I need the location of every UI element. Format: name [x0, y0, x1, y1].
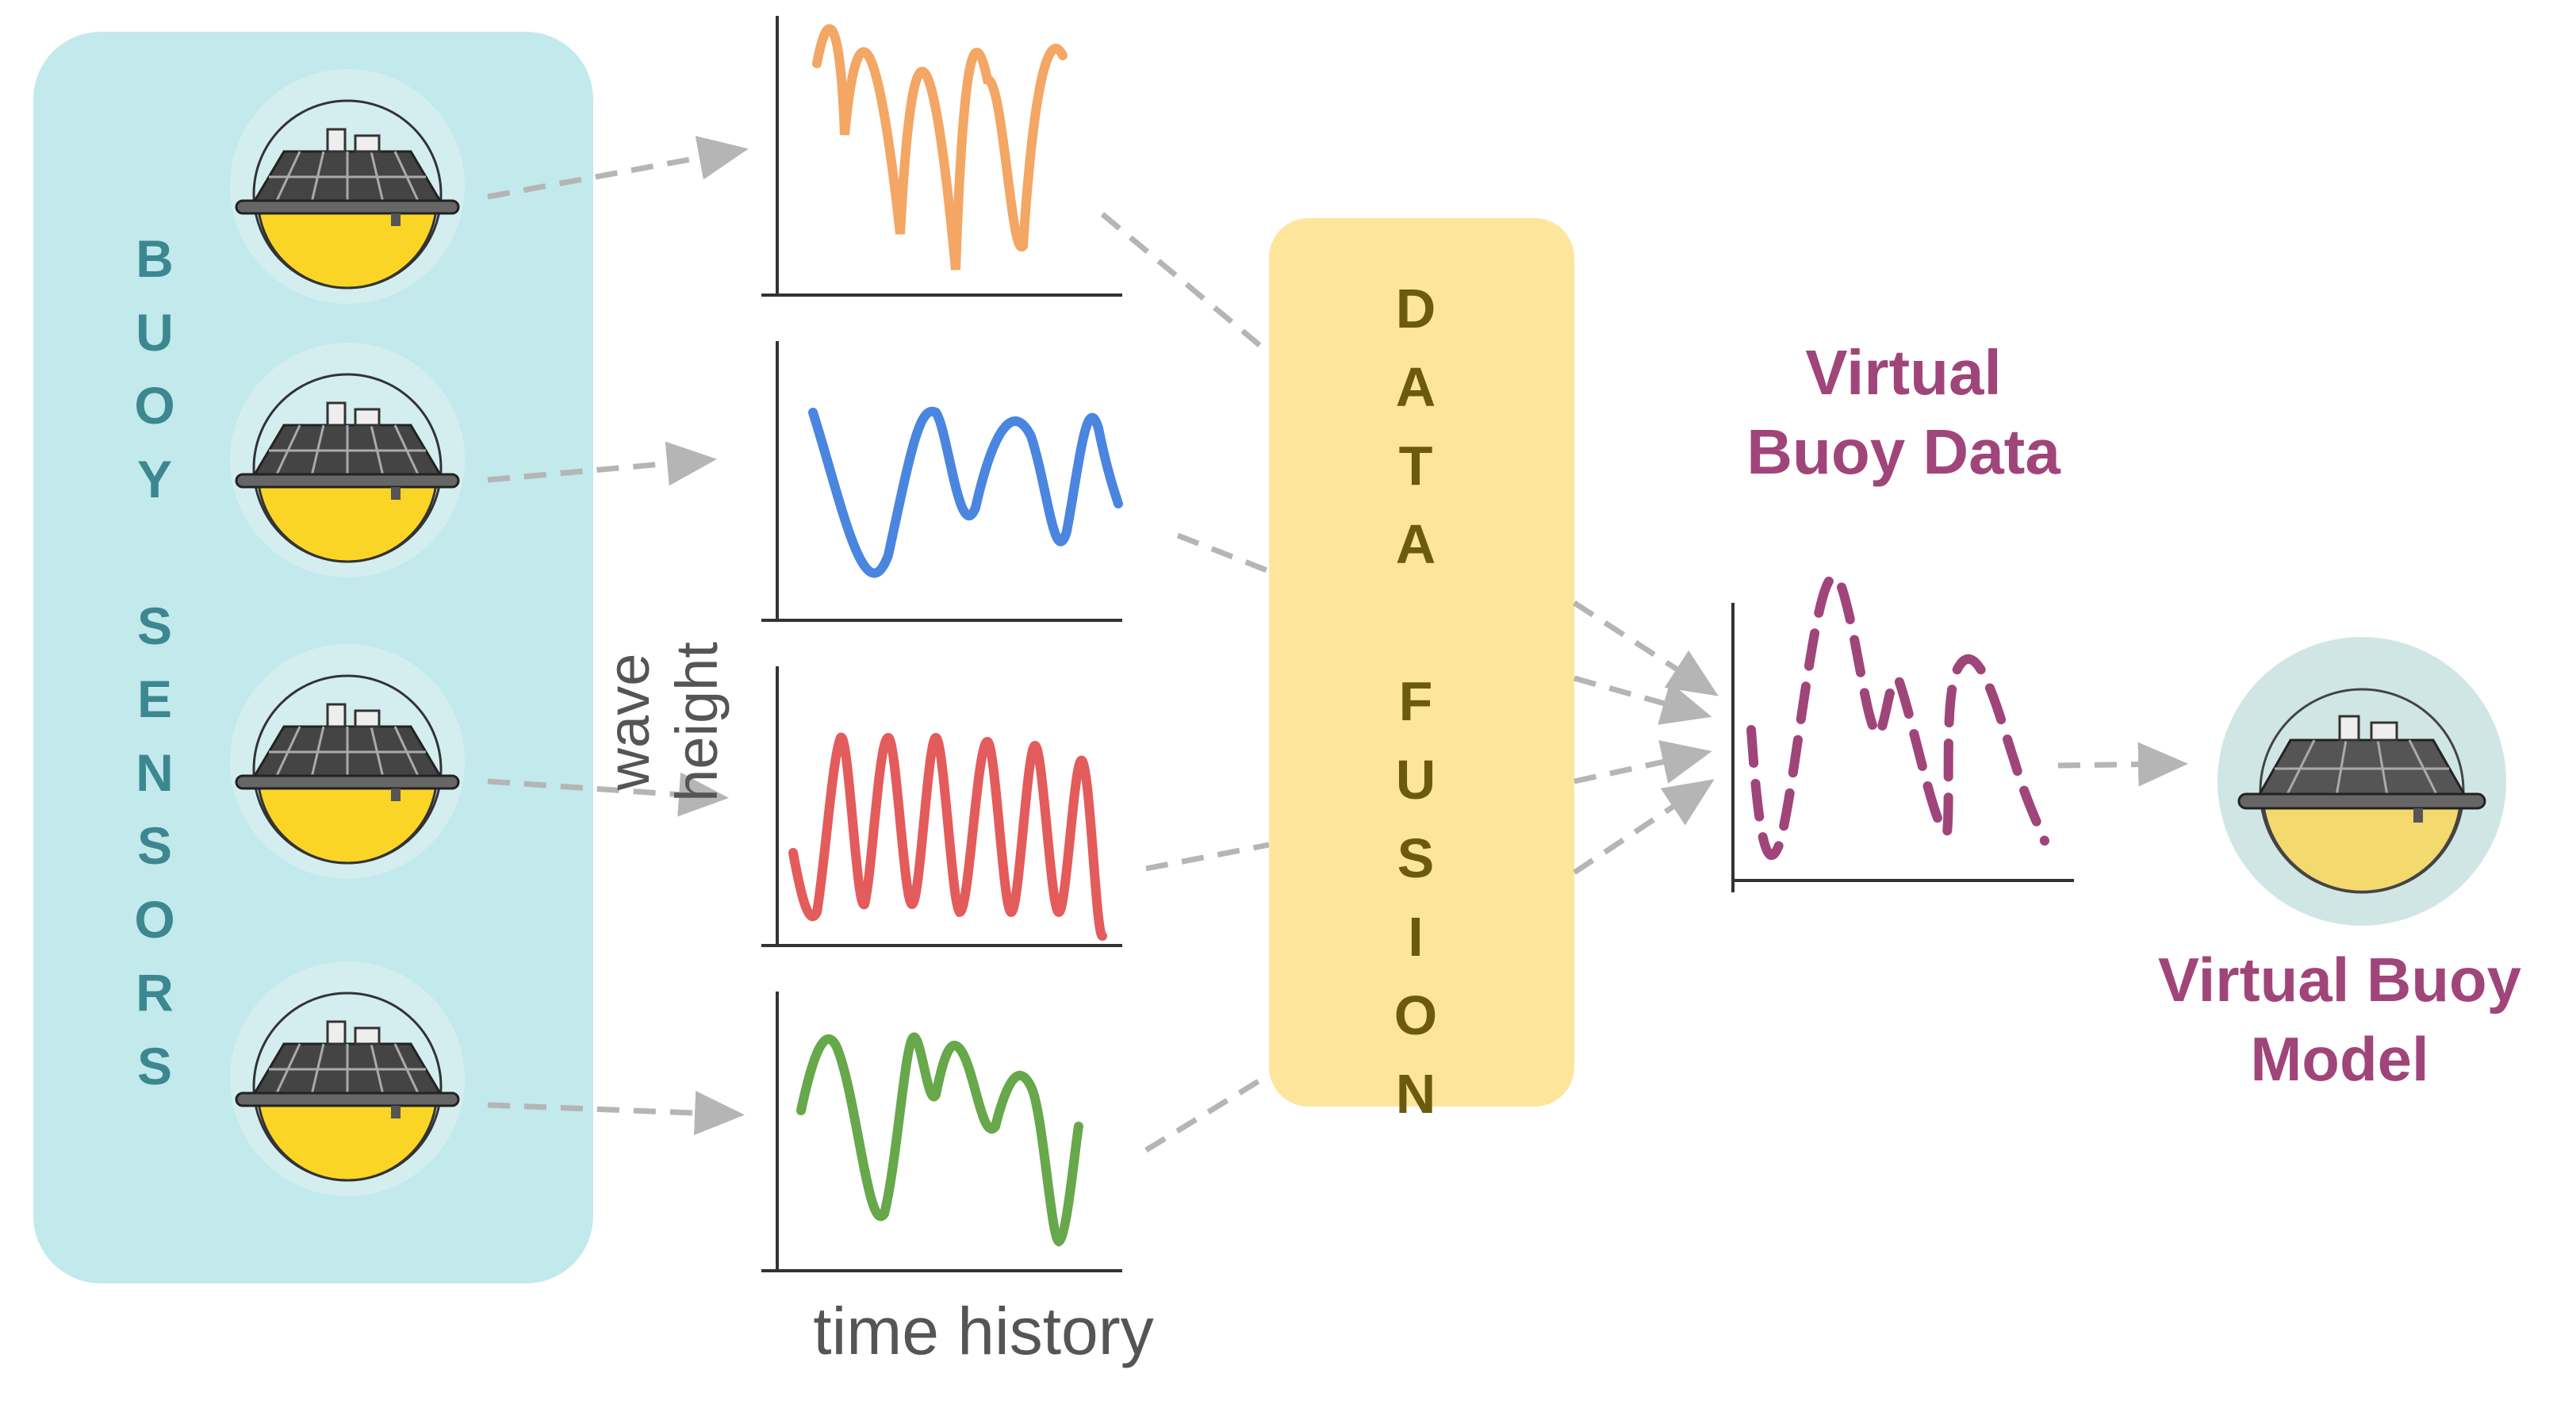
data-fusion-letter: F	[1398, 670, 1433, 732]
buoy-sensors-letter: Y	[136, 449, 173, 508]
series-blue-line	[808, 406, 1123, 578]
buoy-sensors-letter: S	[136, 1036, 173, 1095]
buoy-sensors-letter: R	[136, 963, 174, 1022]
buoy-sensors-letter: B	[136, 229, 174, 288]
buoy-sensor-4-icon	[228, 960, 466, 1198]
arrow-sensor-2	[487, 441, 717, 486]
virtual-buoy-model-title: Virtual Buoy Model	[2158, 945, 2521, 1094]
link-plot-4-fusion	[1144, 1072, 1271, 1153]
arrow-fusion-1	[1573, 600, 1719, 696]
virtual-buoy-model-icon	[2218, 637, 2506, 926]
arrow-virtual-model	[2057, 742, 2188, 787]
data-fusion-letter: O	[1393, 984, 1438, 1046]
plot-4-axes	[776, 992, 1122, 1272]
data-fusion-letter: A	[1395, 356, 1436, 418]
arrow-sensor-1	[487, 136, 749, 200]
link-plot-1-fusion	[1100, 212, 1271, 355]
series-orange-line	[812, 24, 1068, 270]
arrow-fusion-3	[1574, 740, 1712, 784]
link-plot-2-fusion	[1176, 532, 1271, 574]
buoy-sensor-1-icon	[228, 67, 466, 305]
arrow-fusion-4	[1573, 779, 1715, 875]
data-fusion-letter: S	[1397, 827, 1435, 889]
virtual-series-dashed-line	[1746, 572, 2049, 860]
arrow-sensor-4	[487, 1091, 745, 1136]
data-fusion-letter: U	[1395, 749, 1436, 811]
buoy-sensors-letter	[148, 516, 162, 589]
buoy-sensor-3-icon	[228, 643, 466, 880]
data-fusion-letter	[1408, 584, 1423, 662]
data-fusion-letter: T	[1398, 435, 1433, 497]
buoy-sensors-letter: O	[134, 376, 175, 435]
buoy-sensors-letter: O	[134, 889, 175, 949]
axis-y-label: wave height	[596, 642, 730, 802]
axis-x-label: time history	[813, 1294, 1154, 1368]
virtual-buoy-data-title: Virtual Buoy Data	[1746, 337, 2060, 487]
buoy-sensors-letter: U	[136, 302, 174, 362]
data-fusion-box	[1269, 218, 1574, 1107]
data-fusion-letter: A	[1395, 513, 1436, 575]
series-green-line	[796, 1032, 1083, 1247]
buoy-sensors-letter: S	[136, 816, 173, 875]
buoy-sensors-letter: N	[136, 742, 174, 802]
arrow-fusion-2	[1574, 675, 1712, 725]
buoy-sensors-letter: E	[136, 669, 173, 728]
data-fusion-letter: I	[1408, 906, 1424, 968]
buoy-sensor-2-icon	[228, 341, 466, 579]
link-plot-3-fusion	[1145, 842, 1270, 872]
data-fusion-letter: D	[1395, 278, 1436, 339]
virtual-plot-axes	[1731, 603, 2074, 882]
data-fusion-letter: N	[1395, 1063, 1436, 1125]
series-red-line	[788, 732, 1107, 941]
arrow-sensor-3	[487, 772, 729, 817]
buoy-sensors-letter: S	[136, 596, 173, 655]
